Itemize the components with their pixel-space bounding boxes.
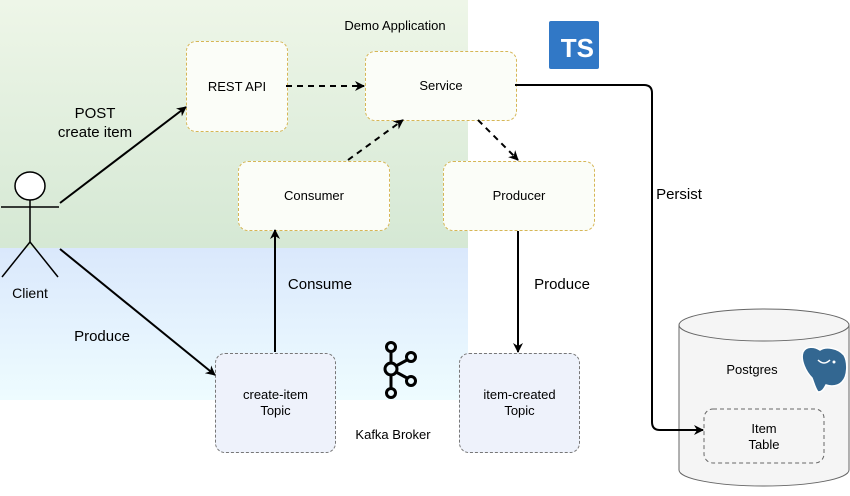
client-produce-label: Produce	[74, 328, 130, 345]
item-table-node[interactable]	[703, 408, 825, 464]
typescript-logo-text: TS	[560, 33, 594, 63]
postgres-label: Postgres	[726, 362, 778, 377]
postgres-elephant-icon	[801, 346, 848, 393]
rest-api-node[interactable]: REST API	[186, 41, 288, 132]
consumer-to-service-edge	[347, 119, 404, 161]
item-table-line2: Table	[748, 437, 780, 452]
rest-api-label: REST API	[207, 78, 267, 94]
post-create-item-label: POST create item	[40, 104, 150, 142]
persist-edge	[515, 84, 704, 435]
service-label: Service	[419, 78, 463, 93]
create-item-topic-line1: create-item	[242, 387, 309, 402]
create-item-topic-line2: Topic	[260, 403, 291, 418]
producer-label: Producer	[492, 188, 546, 203]
producer-node[interactable]: Producer	[443, 161, 595, 231]
kafka-broker-label: Kafka Broker	[355, 427, 431, 442]
kafka-icon	[383, 341, 417, 399]
app-title: Demo Application	[344, 18, 446, 33]
persist-label: Persist	[656, 186, 702, 203]
consume-label: Consume	[287, 276, 353, 293]
item-created-topic-line2: Topic	[504, 403, 535, 418]
item-table-line1: Item	[751, 421, 777, 436]
item-table-label: Item Table	[704, 421, 824, 453]
consumer-node[interactable]: Consumer	[238, 161, 390, 231]
typescript-logo-icon: TS	[549, 21, 599, 69]
post-label-line2: create item	[57, 124, 133, 141]
produce-label: Produce	[534, 276, 590, 293]
service-to-producer-edge	[477, 119, 519, 161]
consumer-label: Consumer	[284, 188, 344, 203]
client-actor-icon[interactable]	[1, 171, 59, 278]
service-node[interactable]: Service	[365, 51, 517, 121]
item-created-topic-line1: item-created	[483, 387, 556, 402]
item-created-topic-node[interactable]: item-created Topic	[459, 353, 580, 453]
client-label: Client	[12, 285, 48, 301]
post-create-item-edge	[59, 106, 187, 204]
create-item-topic-node[interactable]: create-item Topic	[215, 353, 336, 453]
post-label-line1: POST	[74, 105, 116, 122]
client-produce-edge	[59, 248, 216, 376]
